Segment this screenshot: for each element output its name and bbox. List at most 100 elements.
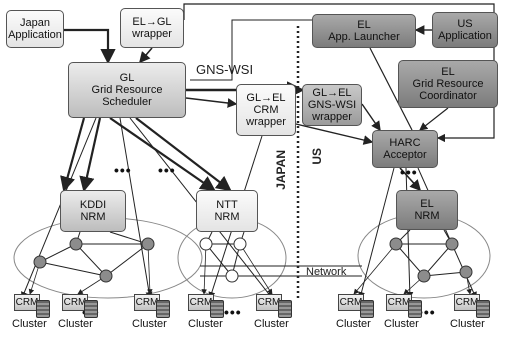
box-line: EL→GL	[132, 16, 172, 28]
network-node	[445, 237, 459, 251]
crm-cluster-unit: CRM	[14, 294, 50, 318]
harc-to-cluster	[358, 167, 395, 299]
cluster-label: Cluster	[12, 318, 47, 330]
box-line: EL	[357, 19, 371, 31]
network-node	[225, 269, 239, 283]
japan-app-to-scheduler	[64, 28, 116, 65]
box-line: Acceptor	[383, 149, 427, 161]
us-region-label: US	[310, 148, 324, 165]
box-line: GL→EL	[312, 87, 352, 99]
harc-to-el-nrm	[399, 167, 422, 192]
crm-cluster-unit: CRM	[134, 294, 170, 318]
network-node	[389, 237, 403, 251]
harc-to-el-gl-wrapper	[183, 3, 495, 143]
network-link	[105, 243, 149, 277]
scheduler-to-kddi	[60, 117, 86, 193]
network-node	[33, 255, 47, 269]
box-line: NTT	[216, 199, 238, 211]
cluster-label: Cluster	[132, 318, 167, 330]
node-to-crm-line	[147, 243, 153, 295]
box-line: CRM	[253, 104, 279, 116]
network-link	[39, 261, 107, 277]
crm-cluster-unit: CRM	[386, 294, 422, 318]
gnswsi-wrapper-to-harc	[361, 103, 381, 132]
crm-cluster-unit: CRM	[454, 294, 490, 318]
ellipsis: •••	[400, 164, 418, 180]
box-line: GL→EL	[246, 92, 286, 104]
crm-cluster-unit: CRM	[338, 294, 374, 318]
box-line: EL	[420, 198, 434, 210]
network-link	[39, 243, 77, 263]
storage-icon	[84, 300, 98, 318]
box-line: NRM	[80, 211, 106, 223]
scheduler-to-cluster	[21, 117, 97, 299]
el-gl-wrapper-to-scheduler	[138, 47, 153, 64]
network-link	[395, 243, 425, 277]
cluster-label: Cluster	[188, 318, 223, 330]
network-node	[69, 237, 83, 251]
node-to-crm-line	[353, 243, 397, 295]
network-link	[205, 243, 233, 277]
network-label: Network	[306, 266, 347, 278]
scheduler-to-ntt	[109, 117, 216, 192]
network-node	[459, 265, 473, 279]
box-line: KDDI	[79, 199, 107, 211]
box-line: NRM	[214, 211, 240, 223]
crm-label: CRM	[62, 294, 88, 311]
box-line: wrapper	[246, 116, 286, 128]
network-link	[75, 243, 107, 277]
scheduler-to-kddi	[79, 117, 102, 193]
box-line: Coordinator	[419, 90, 477, 102]
node-to-crm-line	[201, 243, 207, 295]
cluster-label: Cluster	[384, 318, 419, 330]
box-line: App. Launcher	[328, 31, 400, 43]
japan-region-label: JAPAN	[274, 150, 288, 190]
storage-icon	[476, 300, 490, 318]
ellipsis: •••	[158, 162, 176, 178]
cluster-label: Cluster	[336, 318, 371, 330]
box-line: US	[457, 18, 473, 30]
launcher-to-harc	[369, 47, 413, 131]
storage-icon	[156, 300, 170, 318]
storage-icon	[36, 300, 50, 318]
ellipsis: •••	[418, 304, 436, 320]
harc-to-cluster	[405, 167, 414, 299]
cluster-label: Cluster	[254, 318, 289, 330]
box-line: wrapper	[312, 111, 352, 123]
crm-label: CRM	[386, 294, 412, 311]
box-line: Grid Resource	[91, 84, 163, 96]
cluster-label: Cluster	[450, 318, 485, 330]
network-node	[99, 269, 113, 283]
scheduler-to-launcher	[190, 19, 312, 81]
network-link	[423, 243, 453, 277]
network-node	[199, 237, 213, 251]
network-node	[233, 237, 247, 251]
box-line: Scheduler	[102, 96, 152, 108]
box-line: HARC	[389, 137, 421, 149]
box-line: EL	[441, 66, 455, 78]
storage-icon	[360, 300, 374, 318]
crm-cluster-unit: CRM	[62, 294, 98, 318]
ellipsis: •••	[224, 304, 242, 320]
box-line: GL	[119, 72, 135, 84]
coordinator-to-harc	[419, 107, 449, 131]
crm-wrapper-to-harc	[295, 123, 374, 145]
network-node	[141, 237, 155, 251]
box-line: Application	[438, 30, 492, 42]
box-line: Japan	[20, 17, 50, 29]
nrm-to-node	[109, 231, 149, 245]
box-line: Application	[8, 29, 62, 41]
scheduler-to-crm-wrapper	[185, 97, 238, 108]
gns-wsi-label: GNS-WSI	[196, 62, 254, 77]
